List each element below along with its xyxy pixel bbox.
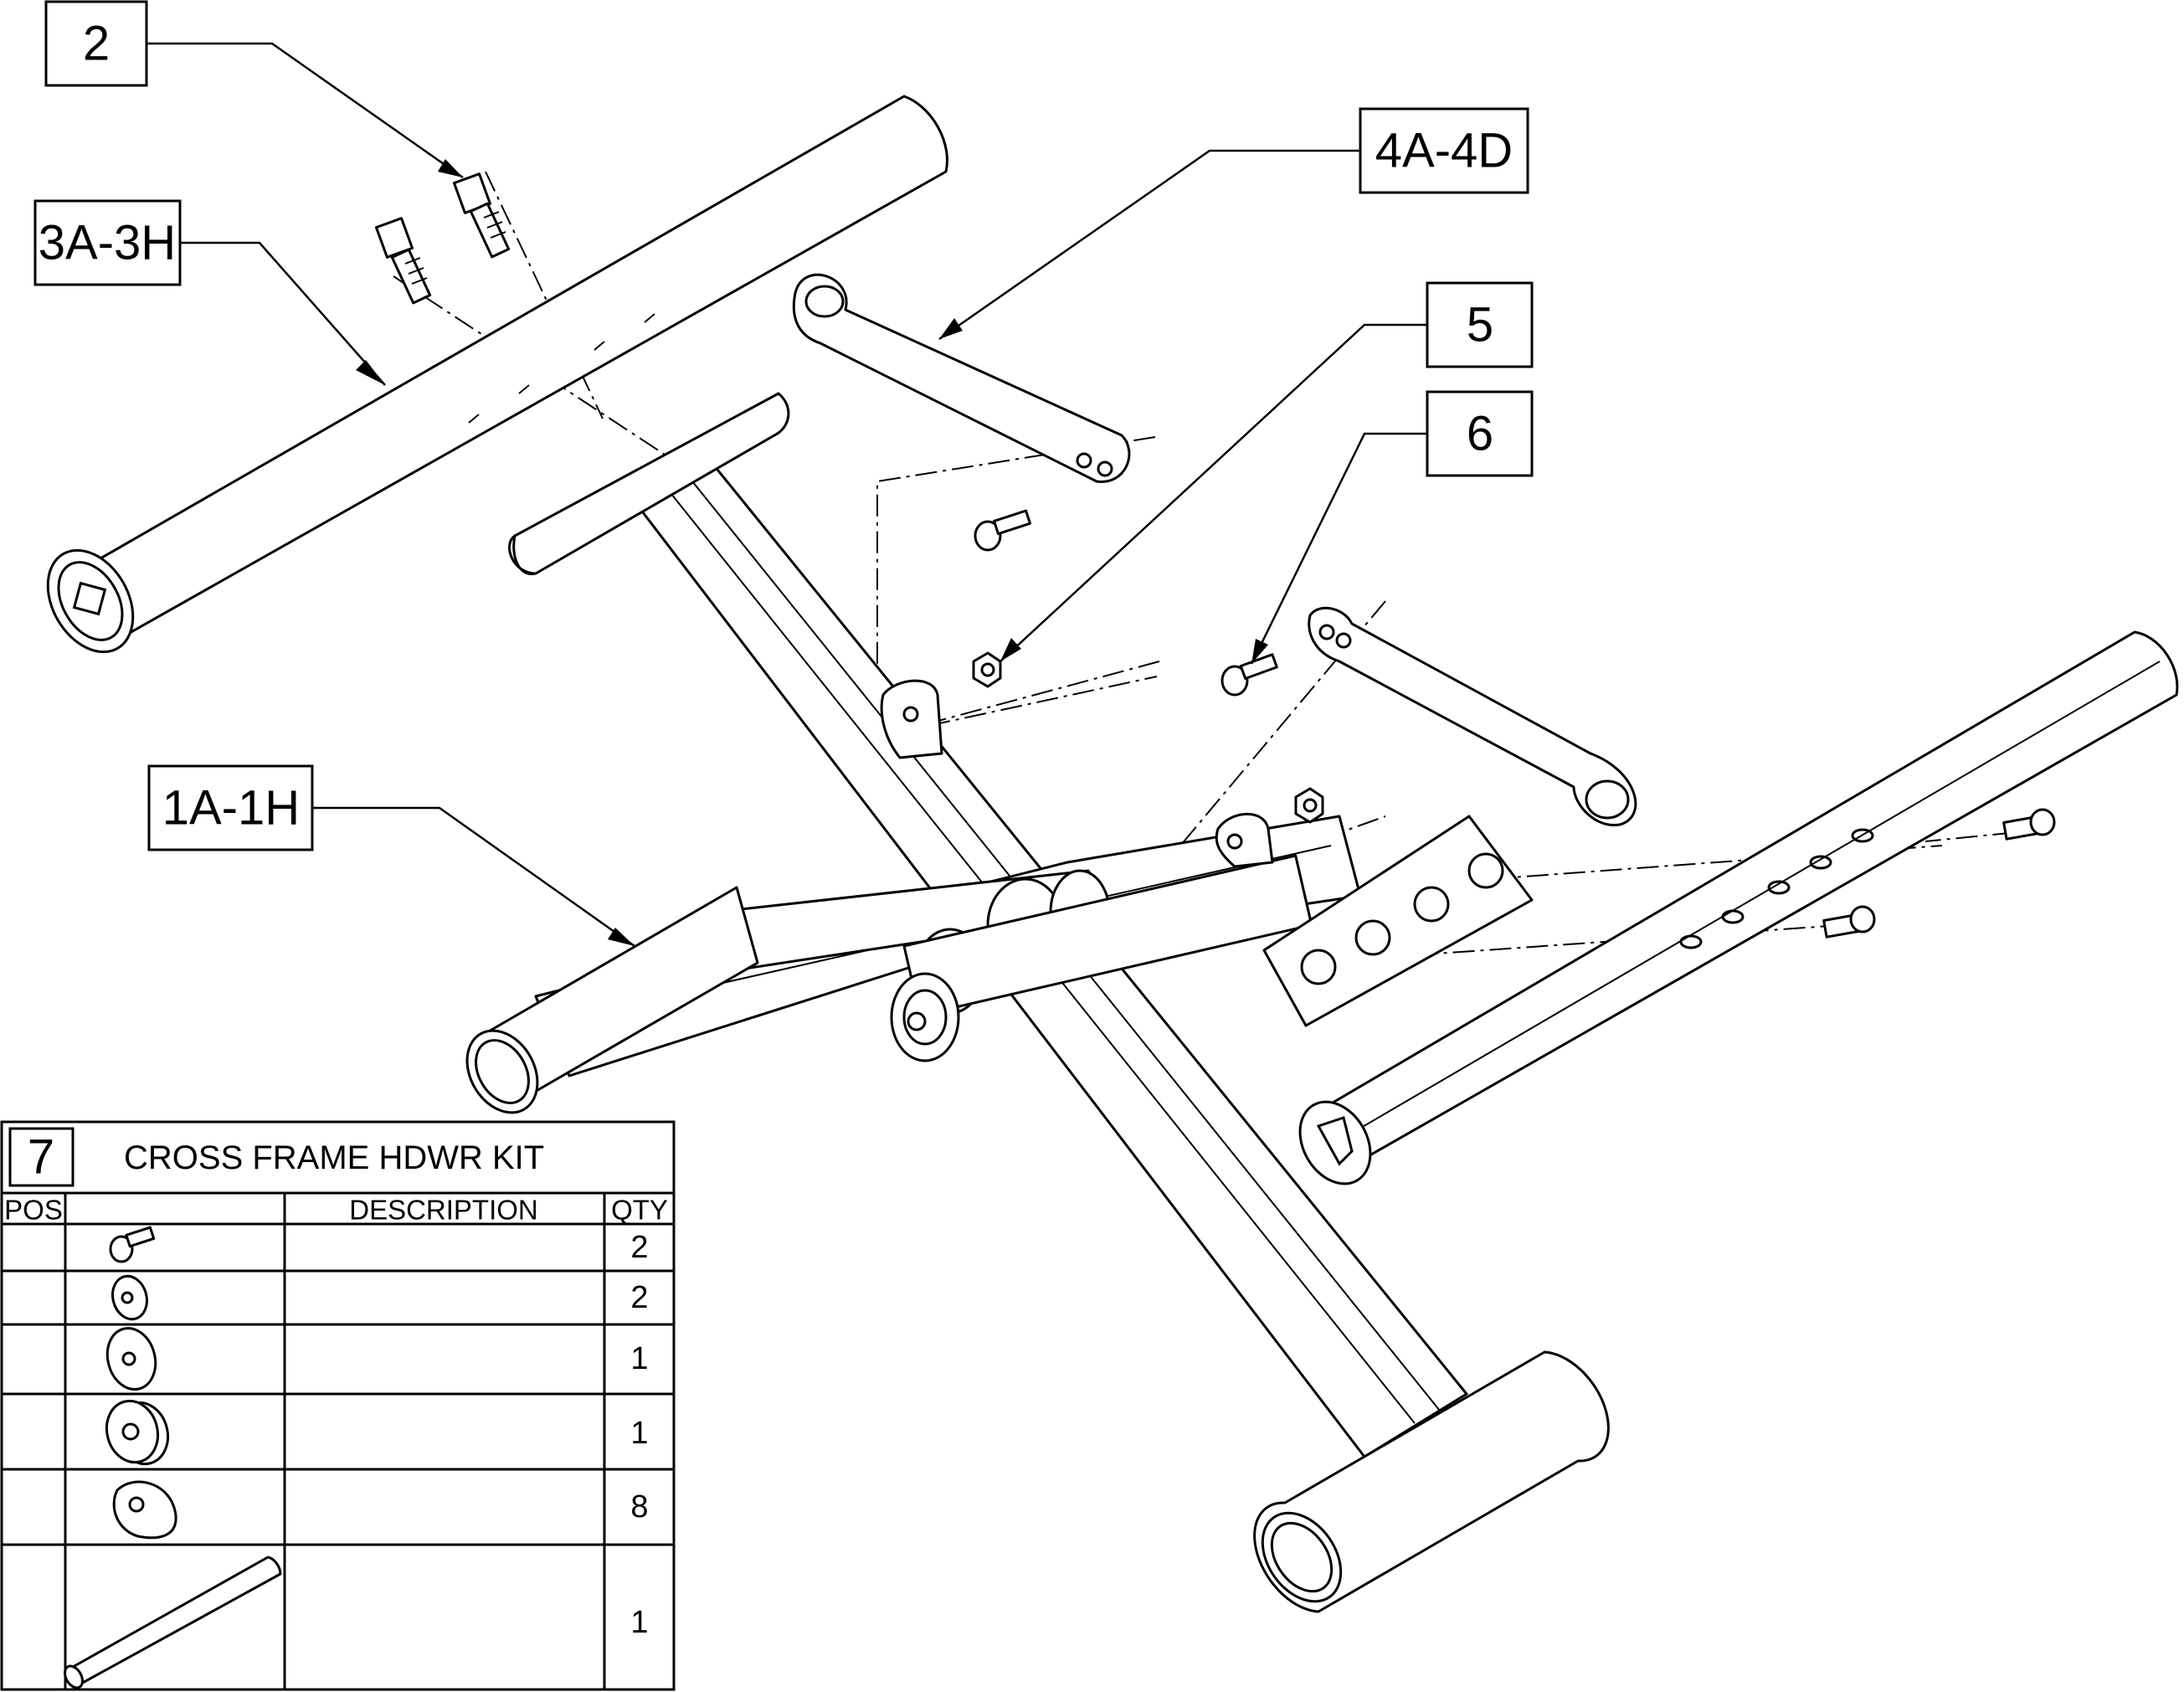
callout-2-label: 2	[83, 17, 110, 71]
row-4-qty: 1	[630, 1416, 648, 1451]
mounting-plate	[1262, 815, 1534, 1027]
small-washer-icon	[111, 1274, 148, 1321]
kit-title: CROSS FRAME HDWR KIT	[124, 1139, 544, 1176]
callout-4a-4d-label: 4A-4D	[1375, 124, 1513, 178]
header-description: DESCRIPTION	[349, 1195, 538, 1226]
callout-3a-3h: 3A-3H	[33, 199, 182, 286]
button-head-screw-icon	[109, 1226, 156, 1263]
cap-screw-left	[374, 217, 432, 305]
saddle-bracket	[508, 392, 790, 576]
cap-screw-right	[452, 172, 511, 259]
upper-link-arm	[792, 273, 1131, 483]
lower-end-tube	[1253, 1350, 1610, 1613]
rod-icon	[64, 1556, 282, 1689]
callout-1a-1h-label: 1A-1H	[162, 781, 300, 836]
hex-nut-upper	[972, 651, 1002, 688]
pivot-rollers	[890, 854, 1313, 1062]
callout-6: 6	[1426, 390, 1534, 477]
button-screw-lower	[1220, 653, 1278, 697]
large-washer-icon	[105, 1327, 157, 1391]
row-5-qty: 8	[630, 1489, 648, 1525]
callout-4a-4d: 4A-4D	[1359, 107, 1529, 194]
hardware-kit-table: 7 CROSS FRAME HDWR KIT POS DESCRIPTION Q…	[0, 1120, 676, 1691]
hex-nut-lower	[1294, 787, 1324, 824]
top-cross-tube	[46, 95, 948, 654]
header-pos: POS	[4, 1195, 63, 1226]
callout-1a-1h: 1A-1H	[147, 764, 314, 851]
cam-spacer-icon	[112, 1480, 177, 1540]
header-qty: QTY	[611, 1195, 668, 1226]
kit-number-box	[8, 1127, 75, 1187]
row-2-qty: 2	[630, 1280, 648, 1315]
button-screw-upper	[974, 509, 1032, 552]
row-3-qty: 1	[630, 1341, 648, 1376]
cap-screw-tube-lower	[1822, 905, 1876, 939]
row-1-qty: 2	[630, 1230, 648, 1265]
thick-spacer-icon	[105, 1399, 170, 1466]
callout-2: 2	[44, 0, 148, 87]
callout-5: 5	[1426, 281, 1534, 368]
cap-screw-tube-upper	[2002, 808, 2056, 841]
row-6-qty: 1	[630, 1605, 648, 1640]
leader-lines	[146, 42, 1427, 948]
cam-spacer-lower	[1215, 812, 1274, 868]
cam-spacer-upper	[880, 679, 943, 759]
callout-3a-3h-label: 3A-3H	[39, 216, 176, 270]
lower-link-arm	[1308, 606, 1637, 826]
left-end-tube	[465, 886, 759, 1114]
right-long-tube	[1298, 630, 2179, 1185]
tube-slots	[1679, 828, 1874, 949]
callout-5-label: 5	[1467, 298, 1493, 352]
kit-number: 7	[28, 1130, 54, 1185]
callout-6-label: 6	[1467, 407, 1493, 461]
